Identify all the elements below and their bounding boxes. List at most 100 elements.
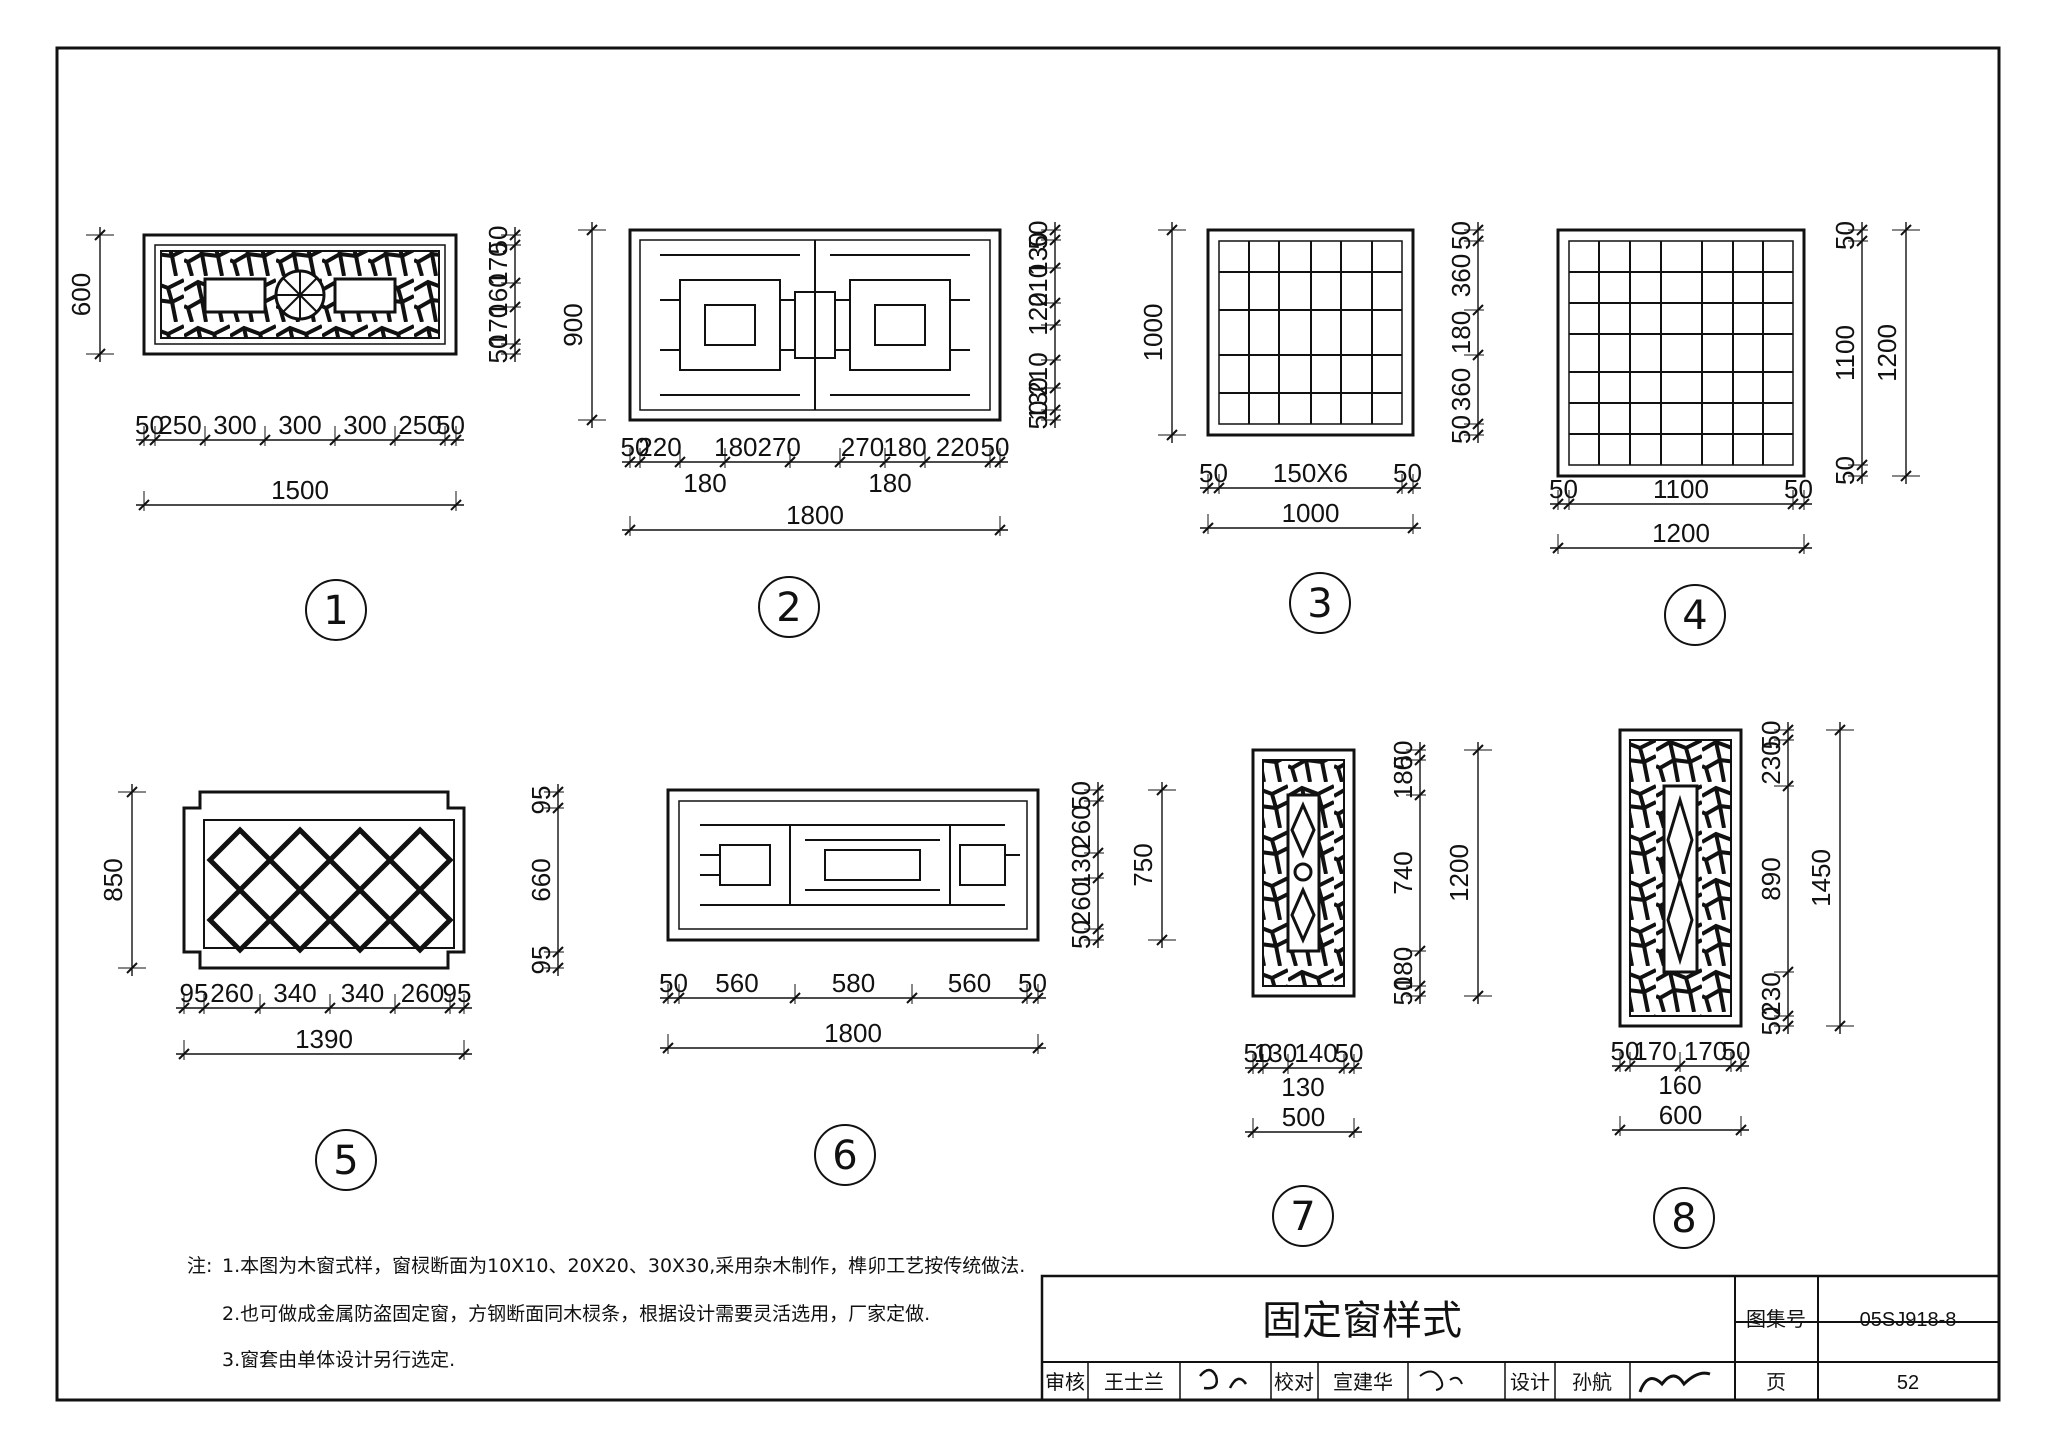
w3-right-dim: 360 — [1446, 368, 1476, 411]
w7-bottom-mid: 130 — [1281, 1072, 1324, 1102]
page-label: 页 — [1766, 1370, 1786, 1394]
w2-bottom-dim: 50 — [981, 432, 1010, 462]
w6-right-dim: 50 — [1066, 781, 1096, 810]
w2-total-text: 1800 — [786, 500, 844, 530]
w6-height-text: 750 — [1128, 843, 1158, 886]
w1-bottom-dim: 50 — [436, 410, 465, 440]
reviewer-name: 王士兰 — [1104, 1370, 1164, 1394]
w8-bottom-mid: 160 — [1658, 1070, 1701, 1100]
w7-bottom-dim: 50 — [1335, 1038, 1364, 1068]
w5-bottom-dim: 260 — [401, 978, 444, 1008]
w4-height-text: 1200 — [1872, 324, 1902, 382]
design-label: 设计 — [1510, 1370, 1550, 1394]
w2-height-text: 900 — [558, 303, 588, 346]
w6-right-dim: 130 — [1066, 844, 1096, 887]
window-8 — [1618, 728, 1743, 1028]
window-3 — [1206, 228, 1415, 437]
w2-right-dim: 210 — [1023, 264, 1053, 307]
w5-bottom-dim: 340 — [341, 978, 384, 1008]
w6-bottom-dim: 580 — [832, 968, 875, 998]
checker-name: 宣建华 — [1333, 1370, 1393, 1394]
atlas-number: 05SJ918-8 — [1860, 1309, 1957, 1331]
w3-bottom-dim: 50 — [1199, 458, 1228, 488]
w1-right-dim: 50 — [483, 335, 513, 364]
w2-bottom-dim: 220 — [936, 432, 979, 462]
sheet-border — [55, 46, 2001, 1402]
w5-bottom-dim: 95 — [180, 978, 209, 1008]
window-number-2: 2 — [776, 585, 801, 631]
w3-right-dim: 50 — [1446, 415, 1476, 444]
w8-right-dim: 890 — [1756, 857, 1786, 900]
w8-bottom-dim: 50 — [1722, 1036, 1751, 1066]
w3-right-dim: 360 — [1446, 254, 1476, 297]
w7-right-dim: 740 — [1388, 851, 1418, 894]
window-2 — [628, 228, 1002, 422]
window-7 — [1251, 748, 1356, 998]
w4-bottom-dim: 50 — [1784, 474, 1813, 504]
w1-right-dim: 170 — [483, 304, 513, 347]
w3-bottom-dim: 150X6 — [1273, 458, 1348, 488]
review-label: 审核 — [1045, 1370, 1085, 1394]
w7-bottom-dim: 50 — [1244, 1038, 1273, 1068]
w5-height-text: 850 — [98, 858, 128, 901]
page-number: 52 — [1897, 1372, 1919, 1394]
w7-bottom-dim: 140 — [1294, 1038, 1337, 1068]
w2-bottom-dim-lower: 180 — [683, 468, 726, 498]
window-number-7: 7 — [1290, 1194, 1315, 1240]
window-4 — [1556, 228, 1806, 478]
w5-bottom-dim: 95 — [443, 978, 472, 1008]
designer-name: 孙航 — [1572, 1370, 1612, 1394]
w5-bottom-dim: 340 — [273, 978, 316, 1008]
window-number-4: 4 — [1682, 593, 1707, 639]
w4-total-text: 1200 — [1652, 518, 1710, 548]
w6-bottom-dim: 560 — [948, 968, 991, 998]
w2-bottom-dim: 270 — [841, 432, 884, 462]
w3-right-dim: 50 — [1446, 221, 1476, 250]
w3-bottom-dim: 50 — [1393, 458, 1422, 488]
window-number-6: 6 — [832, 1133, 857, 1179]
w1-bottom-dim: 50 — [135, 410, 164, 440]
window-6 — [666, 788, 1040, 942]
w6-right-dim: 50 — [1066, 920, 1096, 949]
w8-right-dim: 230 — [1756, 972, 1786, 1015]
w3-height-text: 1000 — [1138, 304, 1168, 362]
w2-bottom-dim: 180270 — [714, 432, 801, 462]
w8-bottom-dim: 170 — [1633, 1036, 1676, 1066]
w6-total-text: 1800 — [824, 1018, 882, 1048]
w1-bottom-dim: 250 — [158, 410, 201, 440]
w7-right-dim: 50 — [1388, 741, 1418, 770]
note-line-1: 1.本图为木窗式样，窗棂断面为10X10、20X20、30X30,采用杂木制作，… — [222, 1255, 1025, 1277]
window-1 — [142, 233, 458, 356]
w1-bottom-dim: 300 — [213, 410, 256, 440]
notes-prefix: 注: — [187, 1255, 212, 1277]
w2-right-dim: 130 — [1023, 232, 1053, 275]
w2-right-dim: 130 — [1023, 377, 1053, 420]
atlas-number-label: 图集号 — [1746, 1307, 1806, 1331]
w5-total-text: 1390 — [295, 1024, 353, 1054]
w1-total-text: 1500 — [271, 475, 329, 505]
w5-right-dim: 95 — [526, 786, 556, 815]
w3-right-dim: 180 — [1446, 311, 1476, 354]
w3-total-text: 1000 — [1282, 498, 1340, 528]
window-number-labels — [305, 572, 1726, 1249]
w4-bottom-dim: 1100 — [1653, 474, 1709, 504]
w4-right-dim: 1100 — [1830, 325, 1860, 381]
note-line-3: 3.窗套由单体设计另行选定. — [222, 1349, 455, 1371]
w2-bottom-dim: 220 — [638, 432, 681, 462]
w8-right-dim: 230 — [1756, 741, 1786, 784]
title-block — [1040, 1274, 2001, 1402]
w1-right-dim: 50 — [483, 226, 513, 255]
w2-bottom-dim-lower: 180 — [868, 468, 911, 498]
window-5 — [182, 790, 466, 970]
w7-bottom-dim: 130 — [1254, 1038, 1297, 1068]
w7-right-dim: 180 — [1388, 947, 1418, 990]
drawing-title: 固定窗样式 — [1262, 1298, 1462, 1344]
w8-right-dim: 50 — [1756, 721, 1786, 750]
w4-right-dim: 50 — [1830, 456, 1860, 485]
w7-right-dim: 50 — [1388, 977, 1418, 1006]
w8-right-dim: 50 — [1756, 1007, 1786, 1036]
w2-bottom-dim: 50 — [621, 432, 650, 462]
